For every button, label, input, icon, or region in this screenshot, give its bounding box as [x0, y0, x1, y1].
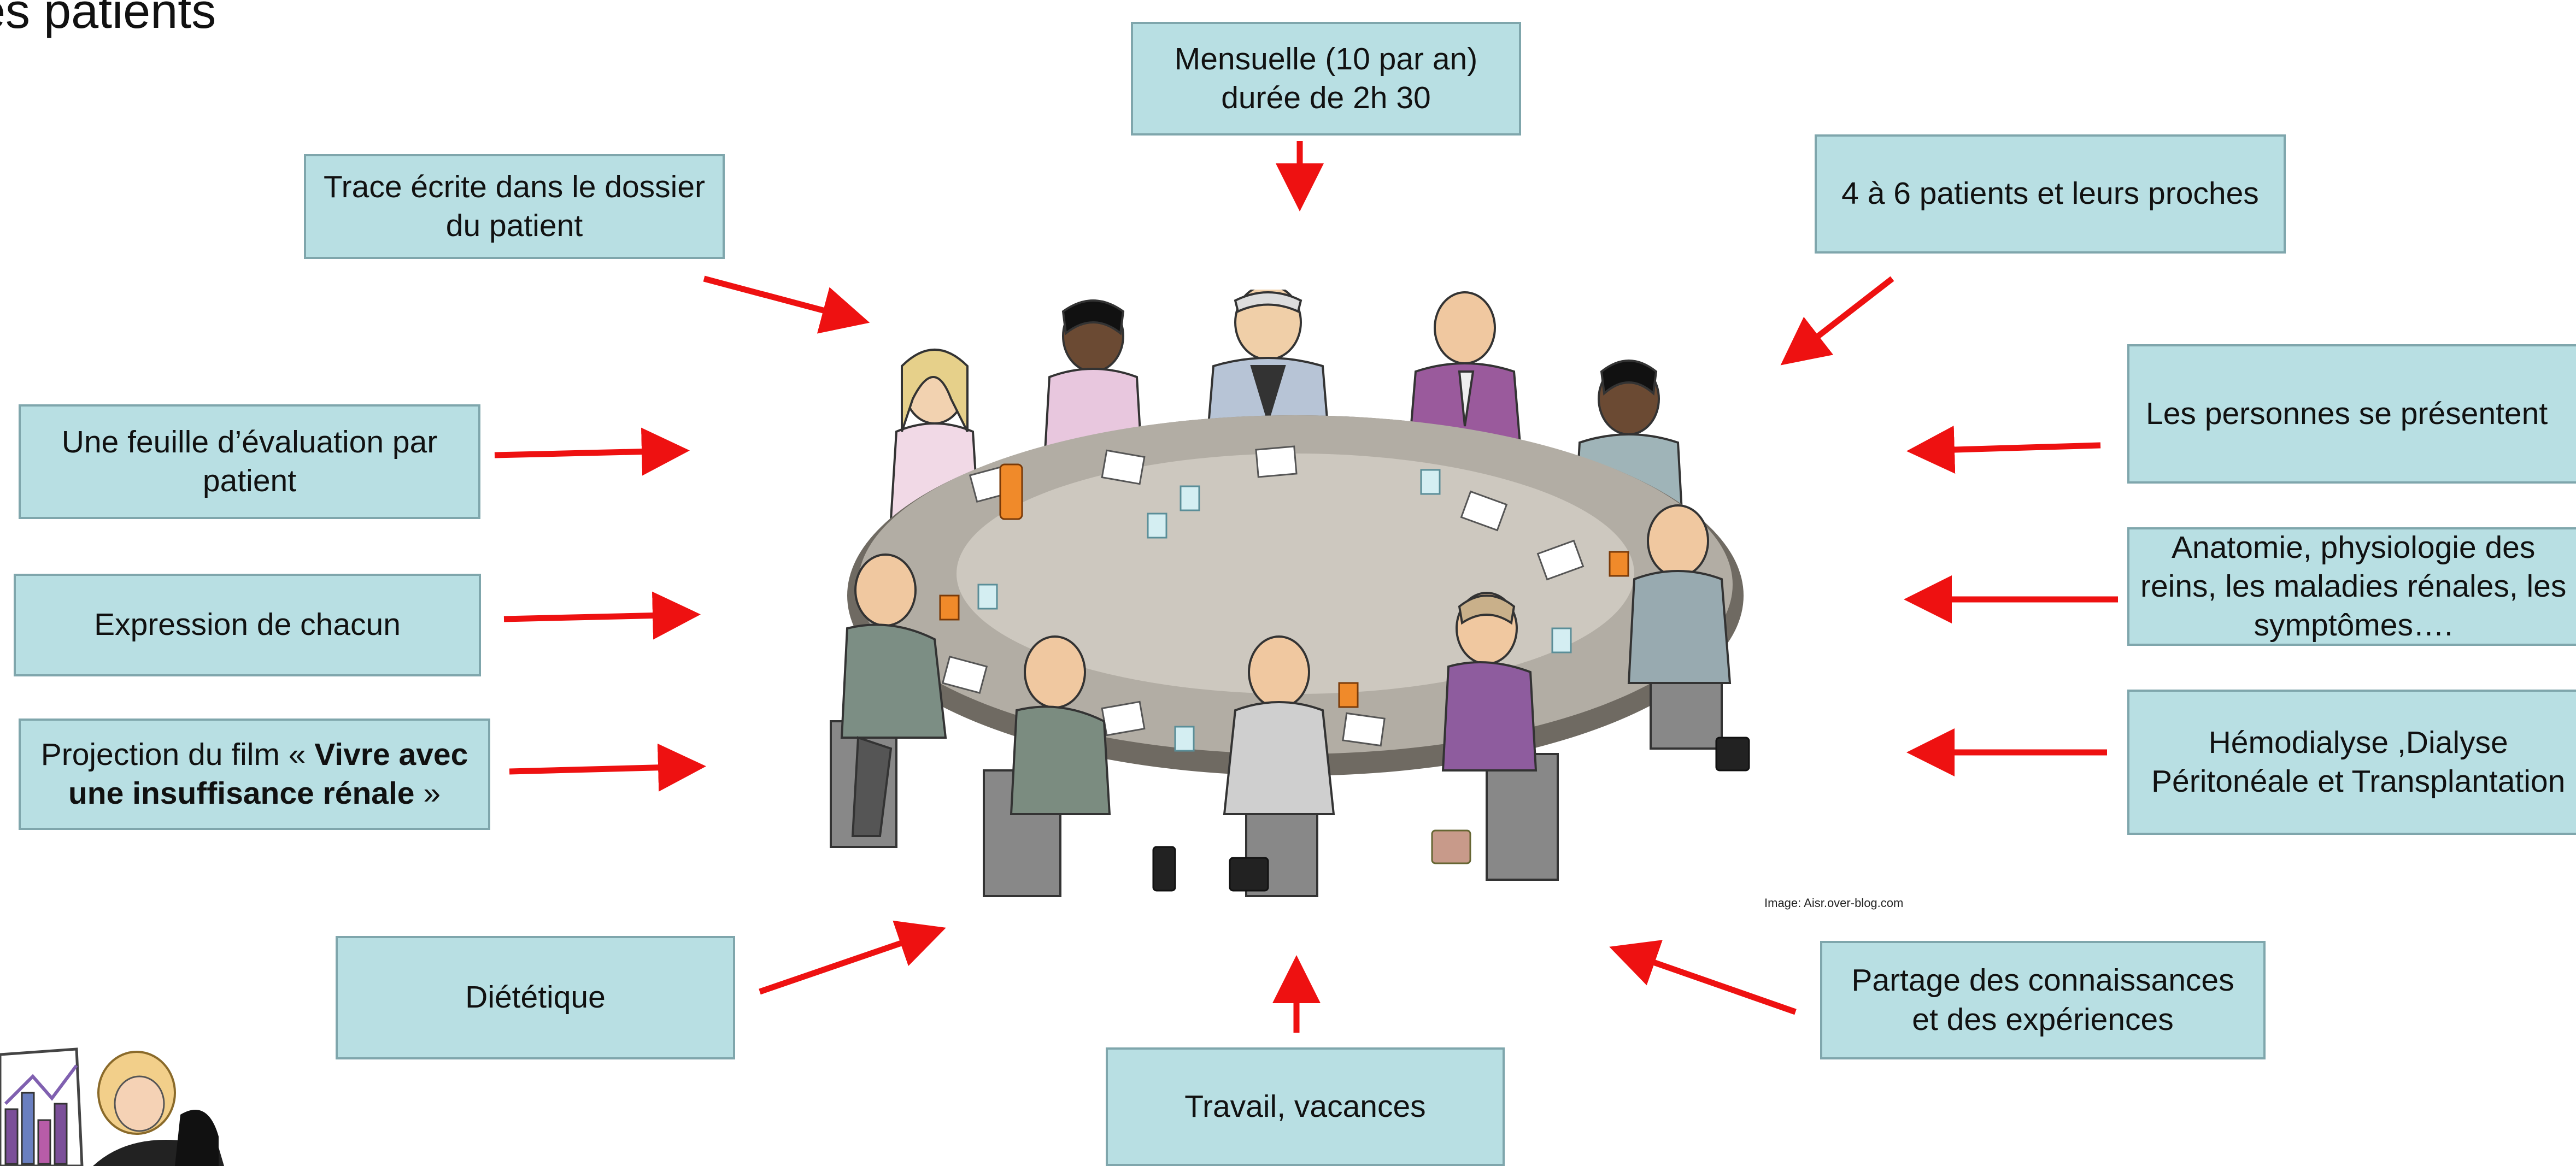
person-front-5 — [1627, 504, 1732, 750]
film-prefix: Projection du film « — [40, 737, 315, 772]
arrow-top-right — [1780, 276, 1894, 366]
box-work-holidays-line-1: Travail, vacances — [1184, 1088, 1426, 1124]
box-sharing: Partage des connaissances et des expérien… — [1820, 941, 2266, 1059]
box-evaluation-sheet-line-1: Une feuille d’évaluation par — [61, 424, 438, 460]
box-film-projection: Projection du film « Vivre avec une insu… — [19, 719, 490, 830]
box-frequency: Mensuelle (10 par an) durée de 2h 30 — [1131, 22, 1521, 136]
arrow-film — [509, 743, 706, 792]
person-front-4 — [1441, 592, 1559, 881]
round-table-meeting-illustration — [830, 290, 1750, 897]
arrow-top-left — [703, 275, 870, 334]
box-written-record-line-2: du patient — [445, 208, 583, 243]
arrow-expression — [503, 591, 701, 640]
film-title-part-1: Vivre avec — [314, 737, 468, 772]
box-work-holidays: Travail, vacances — [1106, 1047, 1505, 1166]
box-sharing-line-1: Partage des connaissances — [1851, 963, 2234, 998]
arrow-eval — [494, 427, 690, 476]
box-written-record-line-1: Trace écrite dans le dossier — [323, 169, 706, 204]
image-credit: Image: Aisr.over-blog.com — [1764, 896, 1904, 910]
box-film-line-1: Projection du film « Vivre avec — [41, 735, 468, 774]
arrow-share — [1609, 940, 1797, 1015]
box-evaluation-sheet-line-2: patient — [202, 463, 297, 498]
box-dietetics: Diététique — [336, 936, 735, 1059]
box-expression-line-1: Expression de chacun — [94, 607, 401, 643]
arrow-diet — [759, 920, 946, 995]
presenter-chart-illustration — [0, 1047, 224, 1166]
box-introductions-line-1: Les personnes se présentent — [2146, 396, 2548, 431]
box-anatomy-line-3: symptômes…. — [2254, 608, 2453, 643]
box-expression: Expression de chacun — [14, 574, 481, 676]
box-participants-line-1: 4 à 6 patients et leurs proches — [1841, 176, 2259, 211]
box-dialysis-line-1: Hémodialyse ,Dialyse — [2208, 725, 2508, 760]
box-film-line-2: une insuffisance rénale » — [41, 774, 468, 813]
box-dietetics-line-1: Diététique — [465, 980, 606, 1015]
person-front-1 — [830, 553, 947, 848]
box-introductions: Les personnes se présentent — [2127, 344, 2576, 484]
slide-title: es patients — [0, 0, 216, 39]
box-written-record: Trace écrite dans le dossier du patient — [304, 154, 725, 259]
film-suffix: » — [414, 776, 441, 811]
box-sharing-line-2: et des expériences — [1912, 1002, 2174, 1037]
film-title-part-2: une insuffisance rénale — [68, 776, 415, 811]
arrow-present — [1906, 426, 2101, 474]
box-dialysis-line-2: Péritonéale et Transplantation — [2151, 764, 2566, 799]
box-anatomy-line-2: reins, les maladies rénales, les — [2140, 568, 2567, 604]
person-front-2 — [983, 635, 1111, 897]
box-participants: 4 à 6 patients et leurs proches — [1815, 134, 2286, 254]
box-frequency-line-1: Mensuelle (10 par an) — [1174, 41, 1478, 76]
box-anatomy-line-1: Anatomie, physiologie des — [2171, 529, 2536, 565]
box-frequency-line-2: durée de 2h 30 — [1221, 80, 1431, 115]
